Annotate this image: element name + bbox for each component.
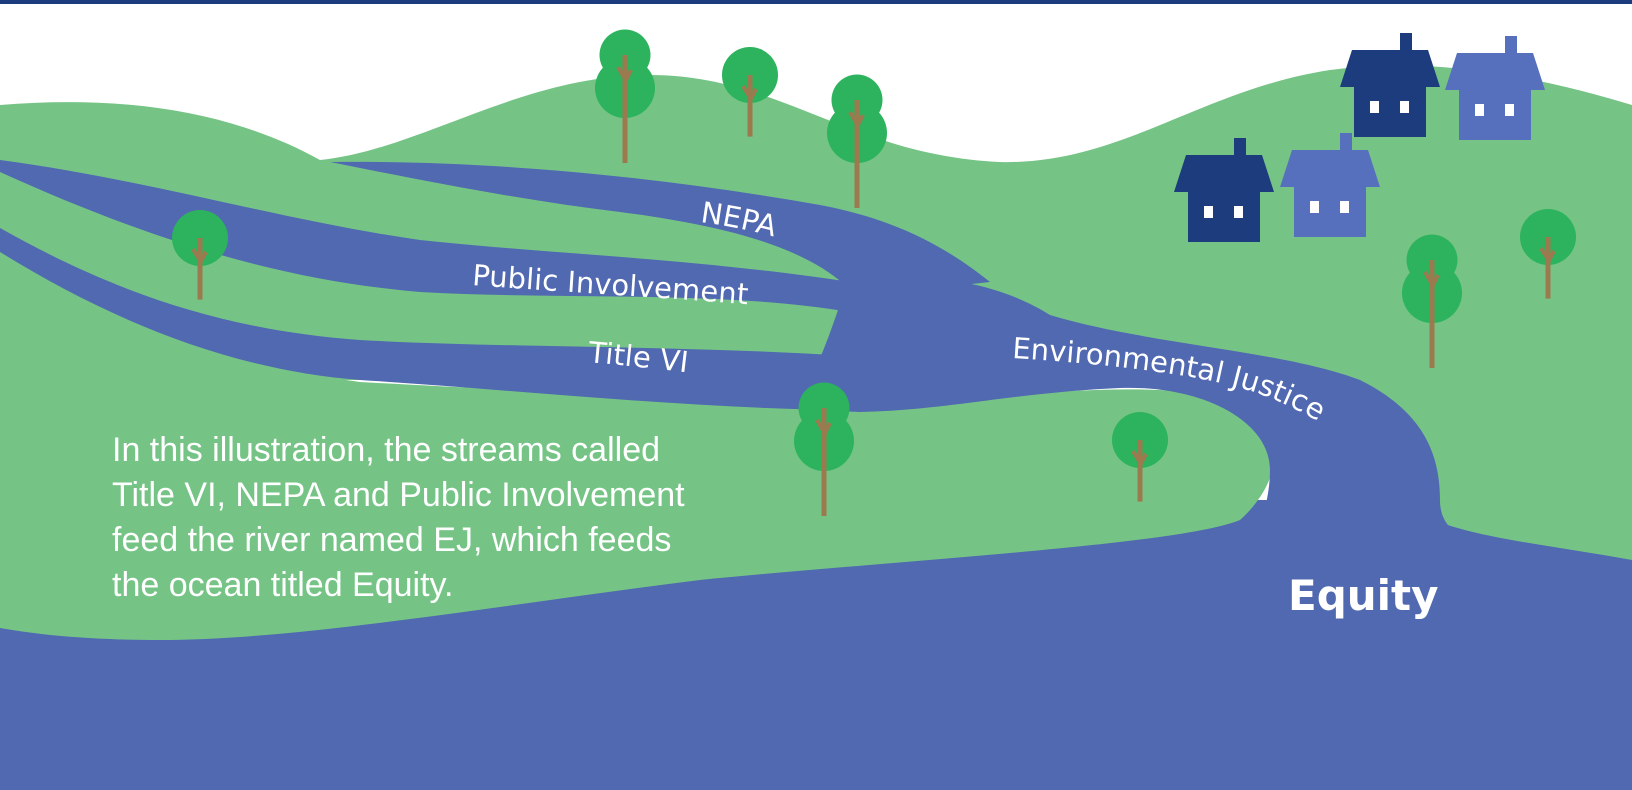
- river-network: [0, 160, 1632, 640]
- tree-icon: [1112, 412, 1168, 502]
- houses: [1174, 33, 1545, 242]
- ocean-label-equity: Equity: [1288, 571, 1439, 620]
- stream-public-involvement: [0, 160, 874, 312]
- house-icon: [1445, 36, 1545, 140]
- tree-icon: [722, 47, 778, 137]
- tree-icon: [827, 74, 887, 208]
- tree-icon: [1402, 234, 1462, 368]
- foreground-land: [0, 250, 1275, 640]
- house-icon: [1280, 133, 1380, 237]
- top-rule: [0, 0, 1632, 4]
- tree-icon: [1520, 209, 1576, 299]
- stream-title-vi: [0, 228, 874, 410]
- tree-icon: [794, 382, 854, 516]
- stream-nepa: [330, 161, 990, 288]
- trees: [172, 29, 1576, 516]
- caption: In this illustration, the streams called…: [112, 431, 685, 604]
- tree-icon: [172, 210, 228, 300]
- tree-icon: [595, 29, 655, 163]
- house-icon: [1340, 33, 1440, 137]
- river-environmental-justice: [807, 276, 1632, 640]
- house-icon: [1174, 138, 1274, 242]
